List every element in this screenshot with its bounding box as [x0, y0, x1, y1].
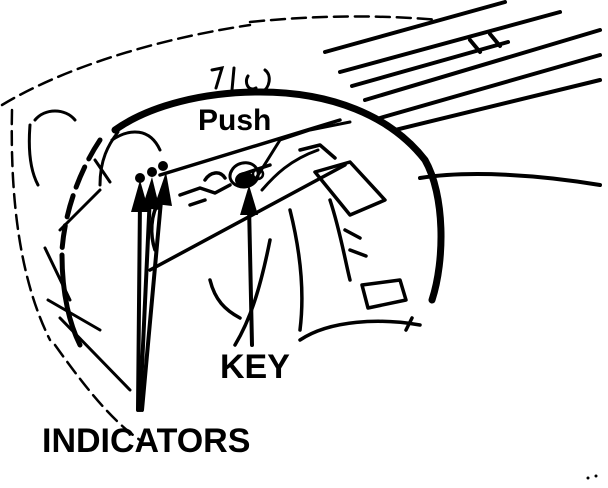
- indicator-arrows: [131, 172, 172, 412]
- indicator-arrow-2: [138, 193, 152, 412]
- steering-column: [323, 0, 602, 187]
- key-slot: [235, 167, 265, 188]
- dashboard-outline: [0, 15, 442, 442]
- indicator-lamp-3: [158, 161, 168, 171]
- key-arrow: [240, 185, 258, 347]
- indicator-lamps: [135, 161, 168, 183]
- key-label: KEY: [220, 348, 290, 386]
- push-label: Push: [198, 104, 271, 137]
- dial-marks: [210, 66, 271, 94]
- scan-specks: [586, 474, 598, 480]
- indicator-arrow-1: [136, 198, 142, 412]
- instrument-hood: [27, 109, 162, 392]
- indicator-lamp-1: [135, 173, 145, 183]
- steering-wheel-rim: [59, 88, 445, 348]
- switch-panel: [148, 118, 422, 347]
- indicator-arrow-3: [140, 188, 164, 412]
- indicators-label: INDICATORS: [42, 422, 250, 460]
- indicator-lamp-2: [147, 167, 157, 177]
